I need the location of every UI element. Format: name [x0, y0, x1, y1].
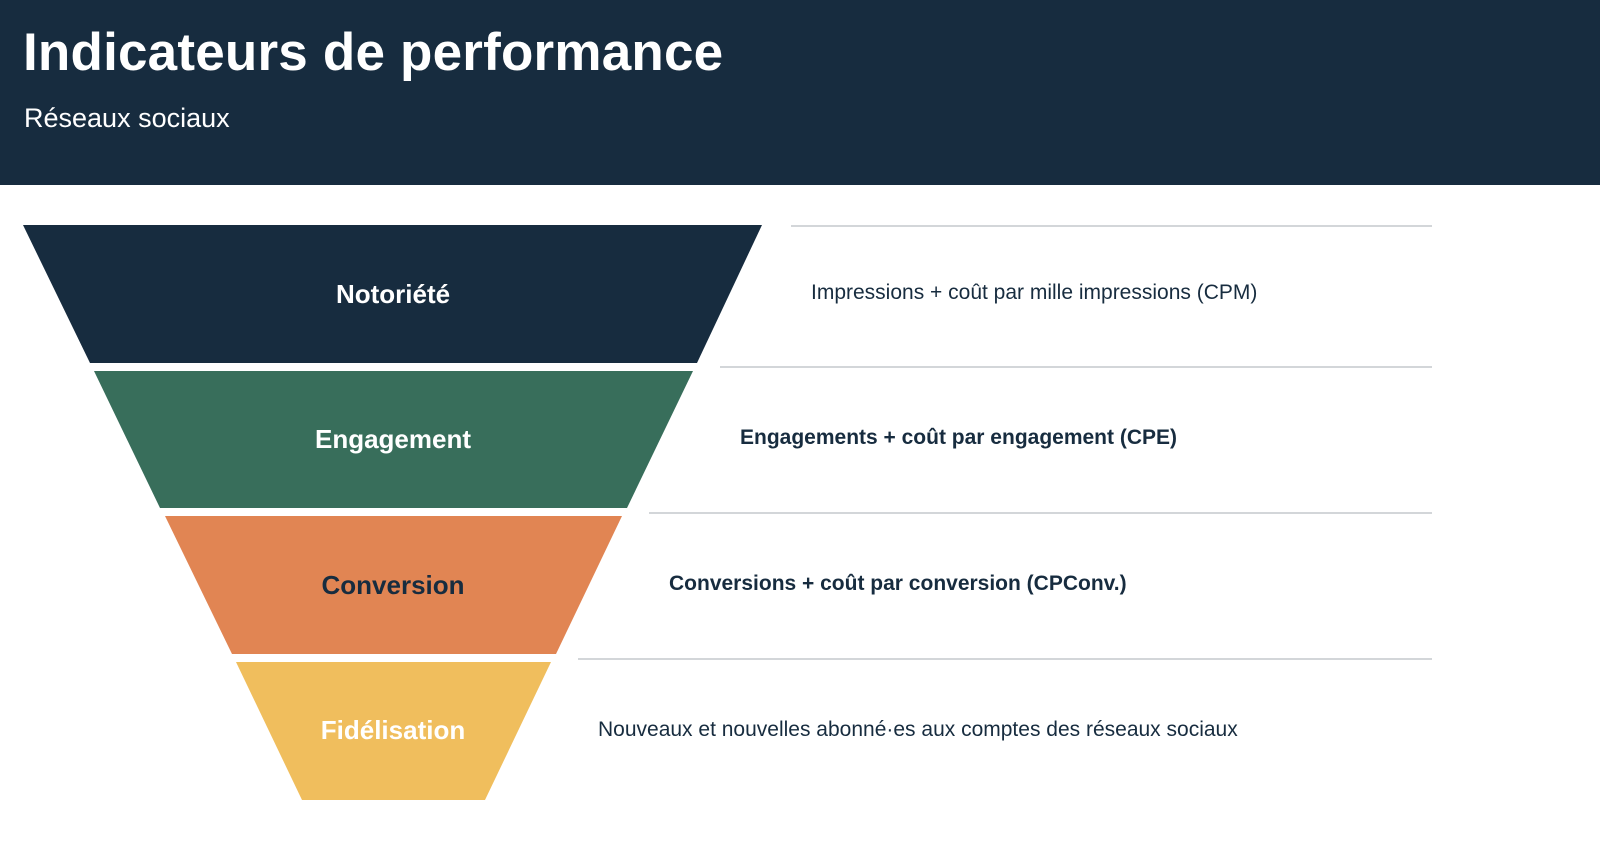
funnel-segment-fidelisation [236, 662, 551, 800]
separator-line [649, 512, 1432, 514]
page-title: Indicateurs de performance [23, 23, 724, 82]
stage-label-conversion: Conversion [321, 570, 464, 600]
funnel-stage-conversion: Conversion [165, 516, 622, 654]
separator-line [578, 658, 1432, 660]
page-subtitle: Réseaux sociaux [24, 103, 230, 133]
funnel-segment-engagement [94, 371, 693, 508]
stage-label-fidelisation: Fidélisation [321, 715, 465, 745]
metric-fidelisation: Nouveaux et nouvelles abonné·es aux comp… [598, 718, 1238, 741]
funnel-segment-conversion [165, 516, 622, 654]
metric-conversion: Conversions + coût par conversion (CPCon… [669, 572, 1127, 595]
separator-line [791, 225, 1432, 227]
metric-engagement: Engagements + coût par engagement (CPE) [740, 426, 1178, 449]
funnel-stage-engagement: Engagement [94, 371, 693, 508]
separator-line [720, 366, 1432, 368]
stage-label-notoriete: Notoriété [336, 279, 450, 309]
header-banner: Indicateurs de performance Réseaux socia… [0, 0, 1600, 185]
funnel-segment-notoriete [23, 225, 762, 363]
funnel-stage-notoriete: Notoriété [23, 225, 762, 363]
metric-notoriete: Impressions + coût par mille impressions… [811, 281, 1258, 304]
funnel-stage-fidelisation: Fidélisation [236, 662, 551, 800]
stage-label-engagement: Engagement [315, 424, 471, 454]
